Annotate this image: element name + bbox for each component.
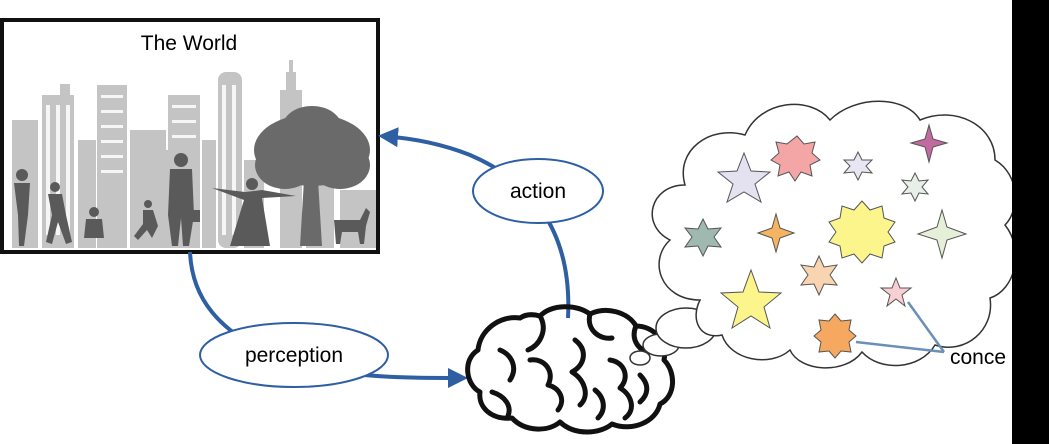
concept-burst-8-orange bbox=[813, 313, 857, 359]
concept-star-6-light bbox=[900, 171, 930, 203]
concept-star-5-lavender bbox=[716, 151, 772, 204]
concept-star-6-peach bbox=[799, 254, 839, 297]
right-edge-bar bbox=[1012, 0, 1049, 444]
world-title: The World bbox=[141, 32, 237, 55]
concept-shapes bbox=[683, 123, 968, 359]
action-label: action bbox=[510, 180, 566, 203]
concept-star-4-purple bbox=[909, 123, 949, 164]
action-node: action bbox=[472, 158, 604, 224]
brain-icon bbox=[465, 304, 675, 435]
tree-silhouette bbox=[254, 106, 370, 246]
concept-star-6-lavender bbox=[842, 150, 874, 182]
concept-star-5-pink bbox=[879, 276, 913, 308]
concept-star-4-green bbox=[916, 208, 968, 260]
concept-connector bbox=[855, 301, 946, 354]
concept-star-5-yellow bbox=[719, 268, 783, 330]
world-panel: The World bbox=[0, 18, 380, 254]
skyline-windows bbox=[46, 85, 236, 235]
action-arrow bbox=[378, 127, 571, 319]
concept-burst-8-pink bbox=[770, 135, 821, 182]
concept-star-6-teal bbox=[683, 217, 723, 258]
perception-label: perception bbox=[245, 344, 343, 367]
people-silhouettes bbox=[14, 153, 370, 246]
concept-star-4-orange bbox=[756, 212, 796, 254]
perception-node: perception bbox=[199, 322, 389, 388]
concept-burst-10-yellow bbox=[828, 200, 896, 264]
concepts-label: conce bbox=[950, 346, 1006, 369]
